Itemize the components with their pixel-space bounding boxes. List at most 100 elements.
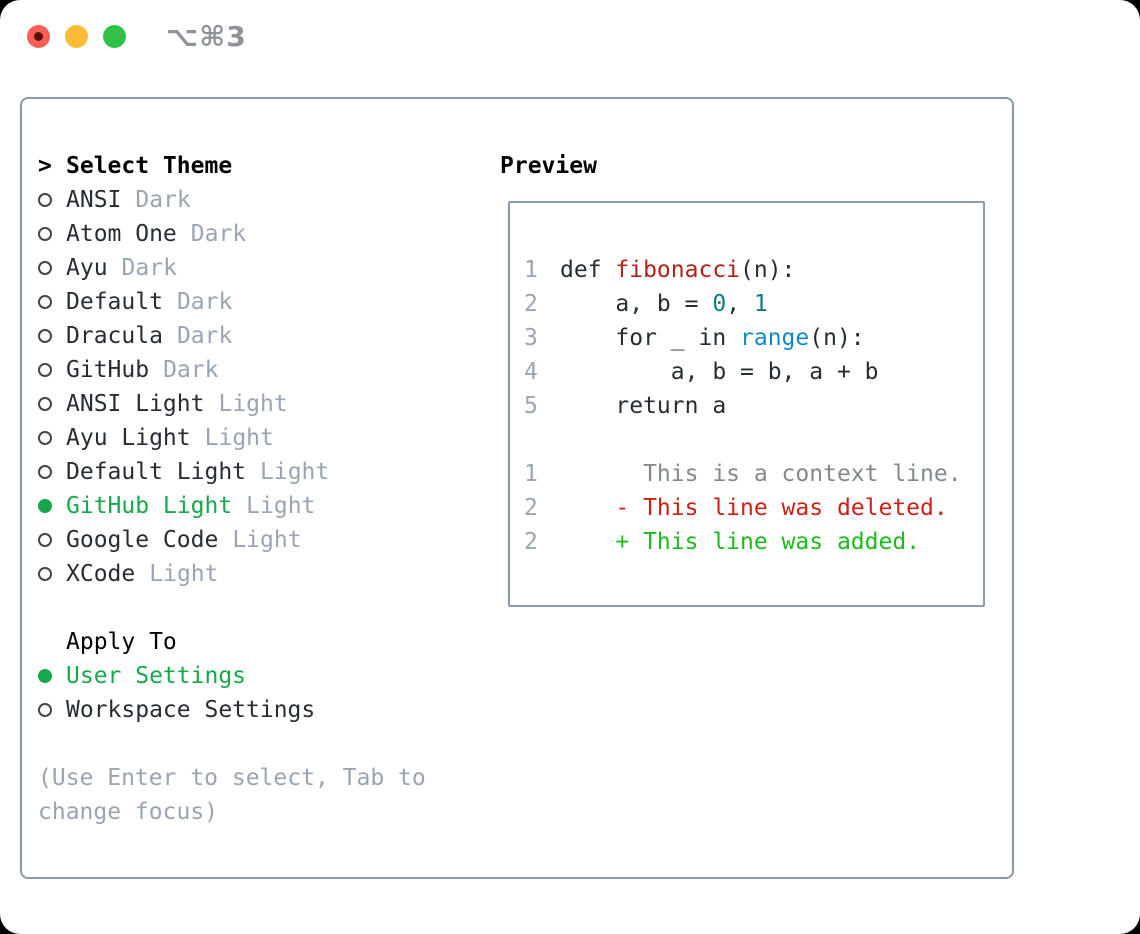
radio-icon bbox=[38, 431, 66, 445]
code-line: 1 This is a context line. bbox=[524, 457, 983, 491]
minimize-button[interactable] bbox=[65, 25, 88, 48]
variant-tag: Light bbox=[149, 561, 219, 587]
option-label: Atom One bbox=[66, 221, 177, 247]
radio-circle bbox=[38, 329, 52, 343]
radio-selected-icon bbox=[38, 669, 66, 683]
code-segment-code: (n): bbox=[809, 325, 865, 351]
variant-tag: Dark bbox=[176, 289, 233, 315]
code-line-text: - This line was deleted. bbox=[560, 495, 948, 521]
radio-circle bbox=[38, 295, 52, 309]
code-segment-code: return a bbox=[560, 393, 727, 419]
theme-option-github[interactable]: GitHub Dark bbox=[38, 353, 329, 387]
option-label: ANSI bbox=[66, 187, 122, 213]
theme-option-default[interactable]: Default Dark bbox=[38, 285, 329, 319]
line-number: 5 bbox=[524, 393, 538, 419]
traffic-lights bbox=[27, 25, 126, 48]
code-line-text: a, b = b, a + b bbox=[560, 359, 879, 385]
radio-circle bbox=[38, 567, 52, 581]
code-line: 1 def fibonacci(n): bbox=[524, 253, 983, 287]
code-blank-line bbox=[524, 423, 983, 457]
line-number: 1 bbox=[524, 257, 538, 283]
line-number: 4 bbox=[524, 359, 538, 385]
code-segment-code: def bbox=[560, 257, 616, 283]
close-dot-icon bbox=[34, 32, 43, 41]
radio-circle bbox=[38, 431, 52, 445]
code-segment-deleted: - This line was deleted. bbox=[615, 495, 948, 521]
apply-option-user-settings[interactable]: User Settings bbox=[38, 659, 315, 693]
variant-tag: Light bbox=[232, 527, 302, 553]
code-segment-code: for _ in bbox=[560, 325, 741, 351]
theme-option-xcode[interactable]: XCode Light bbox=[38, 557, 329, 591]
option-label: Default bbox=[66, 289, 163, 315]
theme-option-google-code[interactable]: Google Code Light bbox=[38, 523, 329, 557]
preview-title: Preview bbox=[500, 153, 597, 179]
line-number: 2 bbox=[524, 291, 538, 317]
code-segment-code bbox=[560, 529, 615, 555]
variant-tag: Light bbox=[260, 459, 330, 485]
code-line: 5 return a bbox=[524, 389, 983, 423]
radio-icon bbox=[38, 567, 66, 581]
radio-circle bbox=[38, 261, 52, 275]
code-line: 2 a, b = 0, 1 bbox=[524, 287, 983, 321]
radio-icon bbox=[38, 397, 66, 411]
code-line-text: This is a context line. bbox=[560, 461, 962, 487]
theme-option-atom-one[interactable]: Atom One Dark bbox=[38, 217, 329, 251]
variant-tag: Light bbox=[204, 425, 274, 451]
code-line-text: def fibonacci(n): bbox=[560, 257, 795, 283]
apply-option-workspace-settings[interactable]: Workspace Settings bbox=[38, 693, 315, 727]
code-segment-number: 1 bbox=[753, 291, 768, 317]
theme-option-ansi[interactable]: ANSI Dark bbox=[38, 183, 329, 217]
option-label: XCode bbox=[66, 561, 136, 587]
theme-list-header-row: > Select Theme bbox=[38, 149, 329, 183]
close-button[interactable] bbox=[27, 25, 50, 48]
code-line: 2 + This line was added. bbox=[524, 525, 983, 559]
code-line-text: + This line was added. bbox=[560, 529, 920, 555]
option-label: Workspace Settings bbox=[66, 697, 316, 723]
code-line: 3 for _ in range(n): bbox=[524, 321, 983, 355]
code-segment-number: 0 bbox=[712, 291, 727, 317]
apply-to-title: Apply To bbox=[66, 629, 177, 655]
line-number: 1 bbox=[524, 461, 538, 487]
option-label: ANSI Light bbox=[66, 391, 205, 417]
radio-selected-icon bbox=[38, 499, 66, 513]
variant-tag: Dark bbox=[190, 221, 247, 247]
radio-icon bbox=[38, 703, 66, 717]
option-label: Google Code bbox=[66, 527, 219, 553]
radio-circle bbox=[38, 465, 52, 479]
option-label: Ayu bbox=[66, 255, 108, 281]
code-segment-code: , bbox=[726, 291, 754, 317]
code-segment-code: (n): bbox=[740, 257, 796, 283]
radio-icon bbox=[38, 363, 66, 377]
radio-circle bbox=[38, 499, 52, 513]
option-label: GitHub bbox=[66, 357, 150, 383]
radio-icon bbox=[38, 227, 66, 241]
variant-tag: Dark bbox=[163, 357, 219, 383]
radio-circle bbox=[38, 703, 52, 717]
radio-icon bbox=[38, 533, 66, 547]
line-number: 3 bbox=[524, 325, 538, 351]
radio-icon bbox=[38, 295, 66, 309]
radio-circle bbox=[38, 533, 52, 547]
code-segment-function: fibonacci bbox=[615, 257, 741, 283]
code-line-text: return a bbox=[560, 393, 726, 419]
radio-icon bbox=[38, 193, 66, 207]
radio-icon bbox=[38, 329, 66, 343]
line-number: 2 bbox=[524, 529, 538, 555]
variant-tag: Dark bbox=[135, 187, 191, 213]
code-line-text: for _ in range(n): bbox=[560, 325, 865, 351]
radio-icon bbox=[38, 261, 66, 275]
radio-circle bbox=[38, 227, 52, 241]
variant-tag: Light bbox=[246, 493, 316, 519]
radio-circle bbox=[38, 193, 52, 207]
code-segment-context: This is a context line. bbox=[560, 461, 962, 487]
radio-circle bbox=[38, 397, 52, 411]
zoom-button[interactable] bbox=[103, 25, 126, 48]
